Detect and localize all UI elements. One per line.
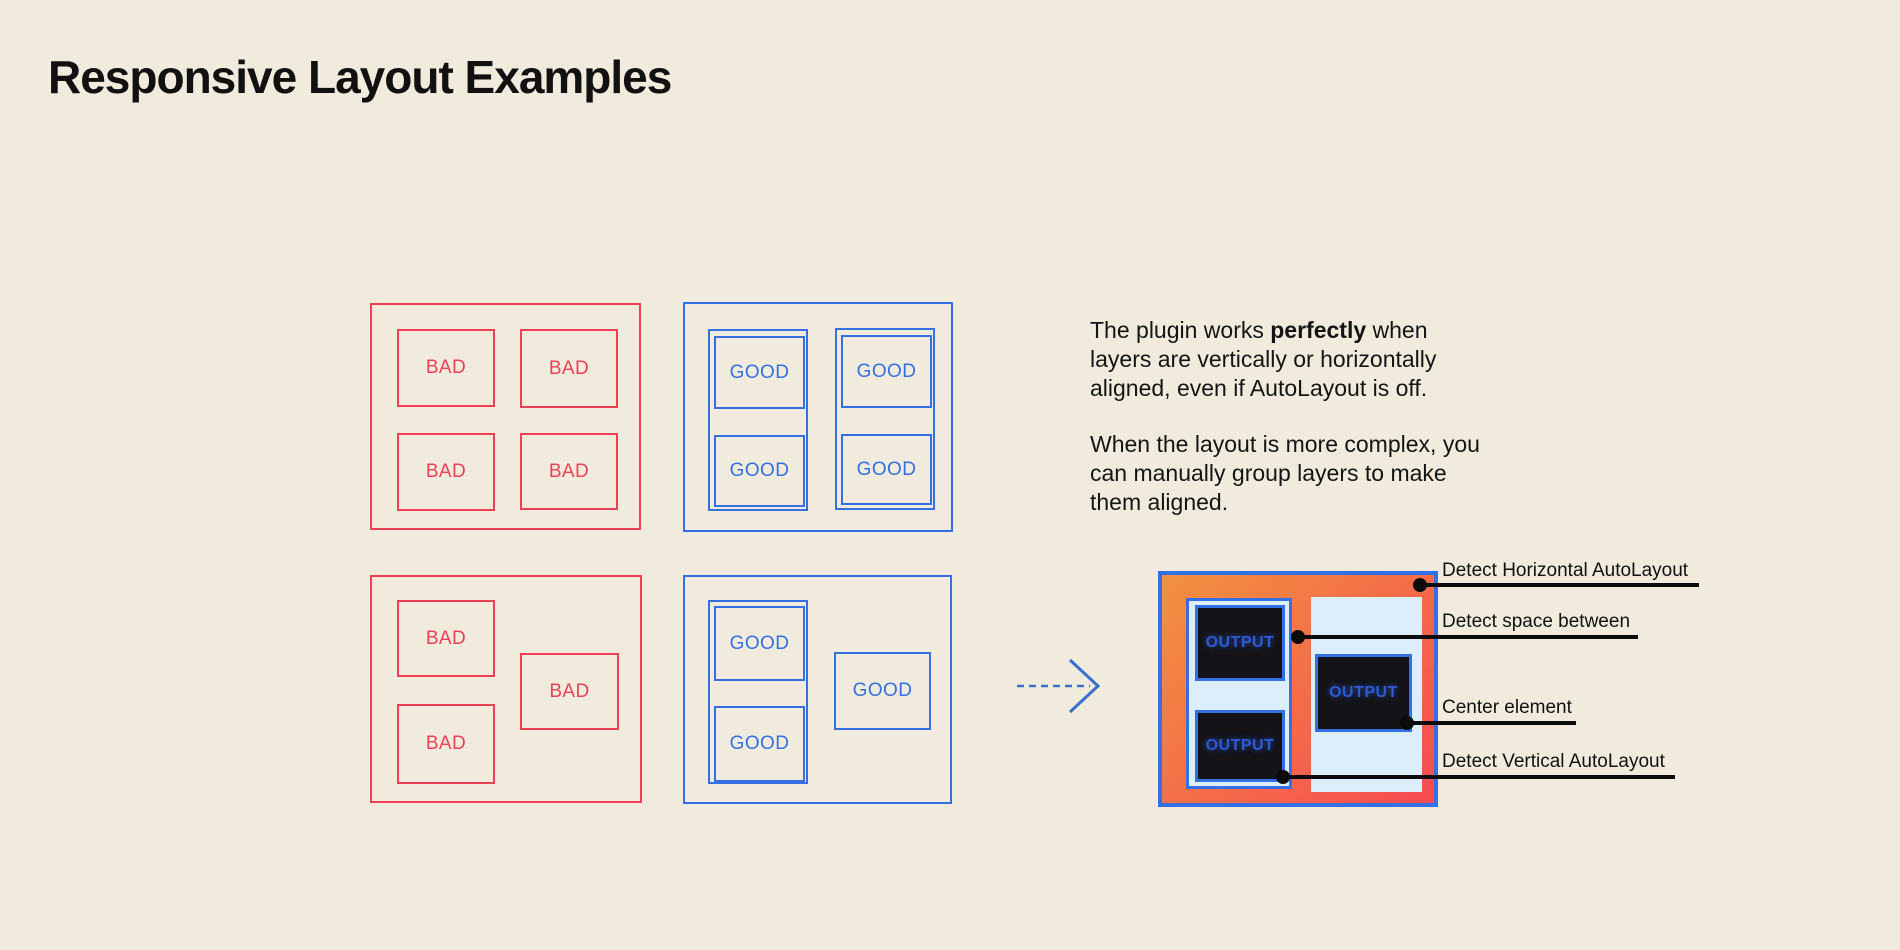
bad-box-label: BAD [425, 627, 467, 649]
good-group: GOOD GOOD [835, 328, 935, 510]
good-group: GOOD GOOD [708, 600, 808, 784]
output-box-label: OUTPUT [1205, 737, 1275, 754]
bad-complex-example-frame: BAD BAD BAD [370, 575, 642, 803]
output-box: OUTPUT [1315, 654, 1412, 732]
bad-box: BAD [520, 329, 618, 408]
para1-line1-prefix: The plugin works [1090, 317, 1271, 343]
bad-box-label: BAD [425, 461, 467, 482]
output-vertical-group: OUTPUT OUTPUT [1186, 598, 1292, 789]
para2-line2: can manually group layers to make [1090, 460, 1447, 486]
good-box: GOOD [834, 652, 931, 730]
annotation-label-horizontal-autolayout: Detect Horizontal AutoLayout [1442, 560, 1689, 581]
good-box-label: GOOD [729, 632, 790, 654]
output-box-label: OUTPUT [1205, 634, 1275, 651]
annotation-label-vertical-autolayout: Detect Vertical AutoLayout [1442, 751, 1665, 772]
annotation-line-center-element [1407, 721, 1576, 725]
page-title: Responsive Layout Examples [48, 51, 672, 103]
good-box-label: GOOD [729, 361, 790, 383]
good-box-label: GOOD [856, 360, 917, 382]
good-complex-example-frame: GOOD GOOD GOOD [683, 575, 952, 804]
description-paragraph-1: The plugin works perfectly when layers a… [1090, 316, 1570, 403]
annotation-line-horizontal-autolayout [1420, 583, 1699, 587]
good-box: GOOD [714, 706, 805, 782]
output-box-label: OUTPUT [1329, 684, 1398, 701]
good-box-label: GOOD [856, 458, 917, 480]
bad-box-label: BAD [425, 733, 467, 754]
bad-box: BAD [397, 600, 495, 677]
bad-box-label: BAD [548, 357, 590, 379]
good-box-label: GOOD [852, 680, 913, 701]
description-text: The plugin works perfectly when layers a… [1090, 316, 1570, 517]
good-box: GOOD [714, 606, 805, 681]
bad-box: BAD [397, 329, 495, 407]
para1-line3: aligned, even if AutoLayout is off. [1090, 375, 1428, 401]
bad-aligned-example-frame: BAD BAD BAD BAD [370, 303, 641, 530]
bad-box: BAD [520, 433, 618, 510]
output-example-frame: OUTPUT OUTPUT OUTPUT [1158, 571, 1438, 807]
good-box-label: GOOD [729, 460, 790, 481]
para2-line3: them aligned. [1090, 489, 1229, 515]
good-box: GOOD [841, 335, 932, 408]
annotation-line-vertical-autolayout [1283, 775, 1675, 779]
bad-box: BAD [397, 704, 495, 784]
annotation-line-space-between [1298, 635, 1638, 639]
good-box: GOOD [714, 336, 805, 409]
good-box: GOOD [841, 434, 932, 505]
bad-box-label: BAD [425, 357, 467, 378]
output-box: OUTPUT [1195, 605, 1285, 681]
good-box-label: GOOD [729, 733, 790, 754]
bad-box-label: BAD [548, 460, 590, 482]
output-box: OUTPUT [1195, 710, 1285, 782]
bad-box-label: BAD [549, 680, 590, 702]
transform-arrow-icon [1017, 658, 1101, 714]
para1-line1-suffix: when [1366, 317, 1428, 343]
good-aligned-example-frame: GOOD GOOD GOOD GOOD [683, 302, 953, 532]
bad-box: BAD [397, 433, 495, 511]
para1-line2: layers are vertically or horizontally [1090, 346, 1437, 372]
annotation-label-center-element: Center element [1442, 697, 1572, 718]
para1-line1-bold: perfectly [1270, 317, 1367, 343]
para2-line1: When the layout is more complex, you [1090, 431, 1480, 457]
good-group: GOOD GOOD [708, 329, 808, 511]
good-box: GOOD [714, 435, 805, 507]
bad-box: BAD [520, 653, 619, 730]
annotation-label-space-between: Detect space between [1442, 611, 1631, 632]
description-paragraph-2: When the layout is more complex, you can… [1090, 430, 1570, 517]
